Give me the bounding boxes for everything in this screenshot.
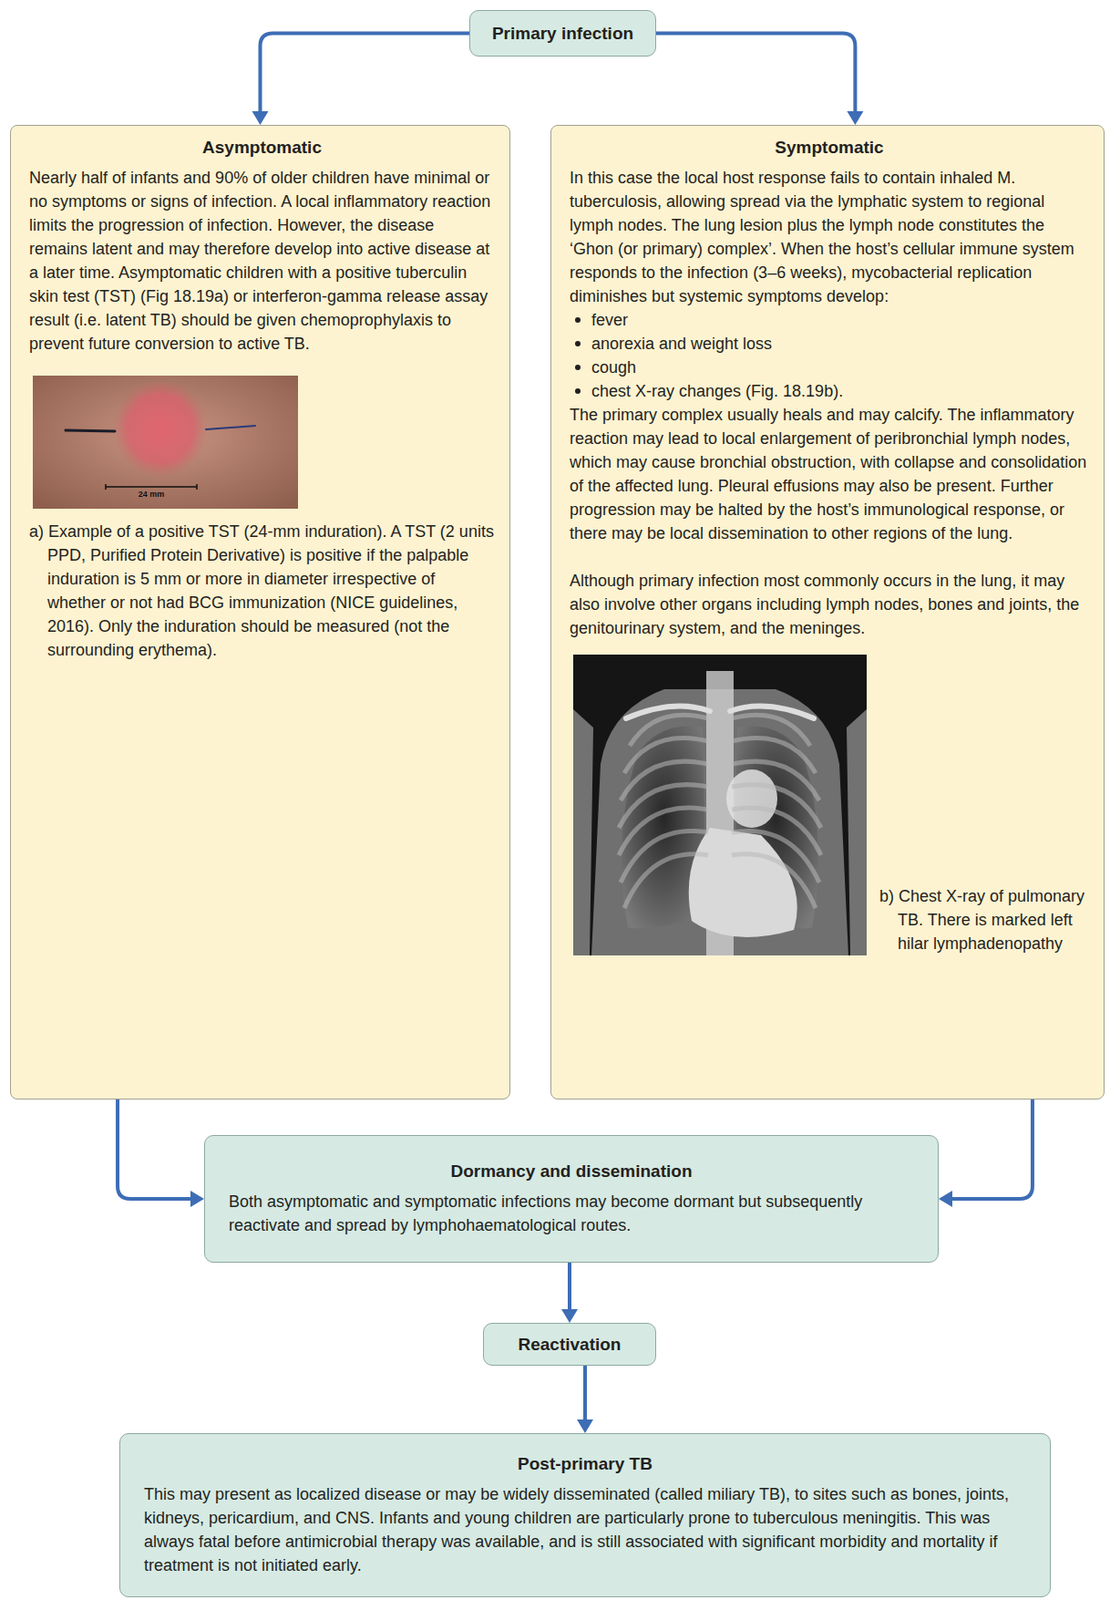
rib [731, 738, 816, 773]
connector-arrow [561, 1262, 578, 1323]
rib [731, 830, 820, 883]
box-heading: Primary infection [492, 20, 634, 47]
rib [620, 830, 709, 883]
connector-line [117, 1099, 193, 1199]
bullet-text: fever [591, 308, 628, 332]
chest-xray-illustration [573, 654, 867, 956]
dimension-label: 24 mm [105, 489, 197, 500]
bullet-item: chest X-ray changes (Fig. 18.19b). [569, 379, 1090, 403]
box-heading: Post-primary TB [143, 1450, 1027, 1477]
skin-test-photo: 24 mm [32, 375, 299, 509]
arrowhead [561, 1308, 578, 1323]
connector-line [583, 1365, 587, 1421]
bullet-dot [575, 340, 581, 347]
bullet-dot [575, 364, 581, 370]
body-text: Nearly half of infants and 90% of older … [29, 165, 495, 356]
pen-mark [205, 425, 256, 430]
connector-arrow [656, 33, 864, 126]
scale-bar [105, 483, 197, 490]
body-text: Although primary infection most commonly… [569, 568, 1090, 640]
process-box: Dormancy and disseminationBoth asymptoma… [204, 1134, 939, 1263]
bullet-item: cough [569, 355, 1090, 380]
heart [688, 827, 798, 937]
connector-arrow [938, 1099, 1033, 1207]
process-box: Post-primary TB This may present as local… [119, 1432, 1051, 1597]
connector-line [260, 33, 471, 114]
arrowhead [576, 1418, 594, 1433]
connector-line [656, 33, 855, 114]
info-panel: Symptomatic In this case the local host r… [550, 124, 1105, 1100]
film [573, 654, 867, 956]
box-heading: Asymptomatic [29, 134, 495, 161]
rib [731, 760, 820, 801]
chest-xray [573, 654, 867, 956]
bullet-text: cough [591, 355, 637, 380]
bullet-text: chest X-ray changes (Fig. 18.19b). [591, 379, 843, 403]
bullet-text: anorexia and weight loss [591, 331, 772, 356]
rib [624, 853, 709, 908]
process-box: Reactivation [483, 1322, 657, 1366]
connector-arrow [576, 1365, 594, 1433]
rib [624, 738, 709, 773]
box-heading: Symptomatic [569, 134, 1090, 161]
info-panel: AsymptomaticNearly half of infants and 9… [10, 124, 511, 1100]
body-text: This may present as localized disease or… [143, 1481, 1027, 1577]
connector-arrow [252, 33, 471, 126]
arrowhead [190, 1190, 205, 1207]
connector-line [567, 1262, 572, 1311]
rib [620, 760, 709, 801]
bullet-item: anorexia and weight loss [569, 331, 1090, 356]
induration [113, 379, 208, 478]
rib [731, 853, 816, 908]
arrowhead [252, 111, 269, 125]
skin-test-illustration [32, 375, 299, 509]
clavicle [626, 706, 814, 719]
bullet-dot [575, 317, 581, 323]
process-box: Primary infection [469, 10, 657, 57]
connector-arrow [117, 1099, 205, 1207]
body-text: The primary complex usually heals and ma… [569, 402, 1090, 545]
box-heading: Dormancy and dissemination [228, 1158, 915, 1184]
bullet-dot [575, 388, 581, 394]
skin [32, 375, 299, 509]
body-text: Both asymptomatic and symptomatic infect… [228, 1189, 915, 1237]
bullet-item: fever [569, 308, 1090, 332]
box-heading: Reactivation [518, 1331, 622, 1357]
arrowhead [938, 1190, 953, 1207]
hilar-node [726, 769, 778, 828]
pen-mark [65, 430, 115, 432]
figure-row: b) Chest X-ray of pulmonary TB. There is… [569, 654, 1090, 956]
figure-caption: b) Chest X-ray of pulmonary TB. There is… [879, 883, 1090, 956]
body-text: In this case the local host response fai… [569, 165, 1090, 309]
figure-caption: a) Example of a positive TST (24-mm indu… [29, 519, 495, 662]
connector-line [950, 1099, 1033, 1199]
arrowhead [846, 111, 864, 125]
